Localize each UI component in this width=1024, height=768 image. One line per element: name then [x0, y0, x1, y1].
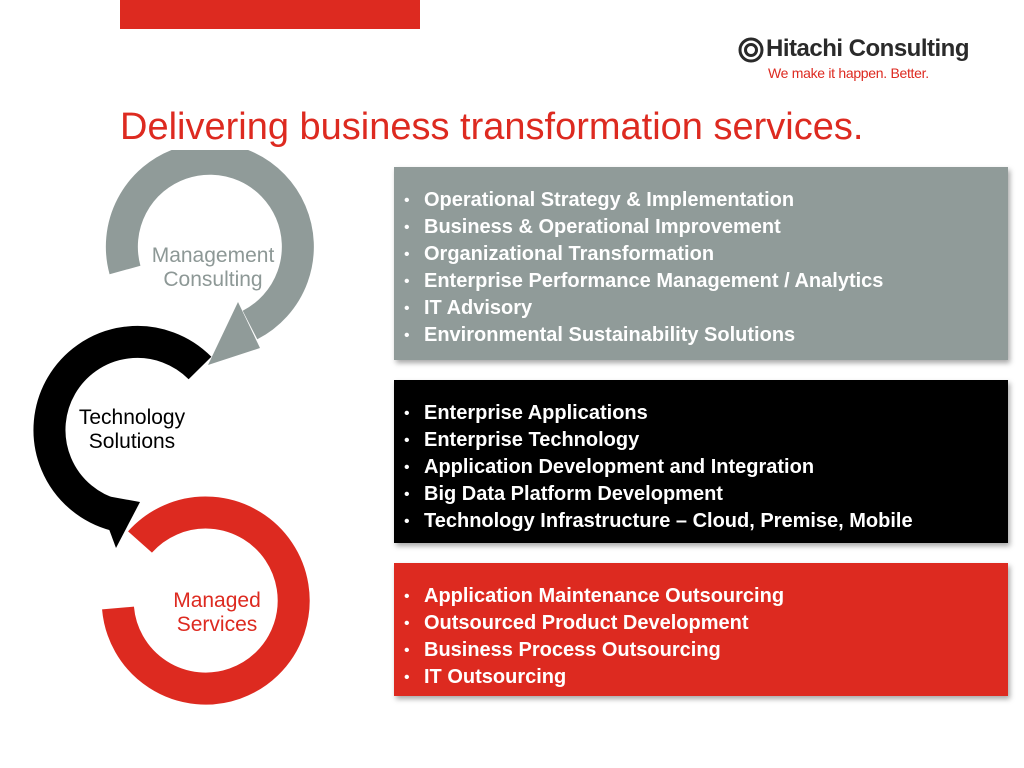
service-label: IT Advisory [424, 297, 533, 319]
list-item: • Business & Operational Improvement [404, 214, 998, 241]
service-cycle-diagram [33, 150, 314, 705]
list-item: • IT Advisory [404, 295, 998, 322]
bullet: • [404, 405, 410, 422]
management-consulting-services-list: • Operational Strategy & Implementation •… [404, 187, 998, 349]
list-item: • Enterprise Technology [404, 427, 998, 454]
management-arrowhead [208, 302, 260, 365]
bullet: • [404, 642, 410, 659]
logo-name: Hitachi Consulting [766, 35, 970, 62]
bullet: • [404, 192, 410, 209]
managed-services-list: • Application Maintenance Outsourcing • Ou… [404, 583, 998, 691]
managed-services-label: Managed Services [173, 589, 261, 636]
list-item: • IT Outsourcing [404, 664, 998, 691]
technology-solutions-label: Technology Solutions [78, 406, 186, 453]
bullet: • [404, 459, 410, 476]
service-label: Big Data Platform Development [424, 483, 723, 505]
technology-ring-arrow [33, 325, 212, 531]
management-consulting-label: Management Consulting [151, 244, 275, 291]
service-label: Organizational Transformation [424, 243, 715, 265]
hitachi-logo-icon [738, 37, 764, 63]
list-item: • Operational Strategy & Implementation [404, 187, 998, 214]
bullet: • [404, 246, 410, 263]
service-label: Business & Operational Improvement [424, 216, 781, 238]
list-item: • Outsourced Product Development [404, 610, 998, 637]
list-item: • Business Process Outsourcing [404, 637, 998, 664]
service-label: Enterprise Technology [424, 429, 640, 451]
service-label: Technology Infrastructure – Cloud, Premi… [424, 510, 913, 532]
top-accent-bar [120, 0, 420, 29]
hitachi-consulting-logo: Hitachi Consulting We make it happen. Be… [738, 33, 988, 85]
bullet: • [404, 588, 410, 605]
list-item: • Application Development and Integration [404, 454, 998, 481]
technology-arrowhead [96, 494, 140, 548]
bullet: • [404, 300, 410, 317]
service-label: Environmental Sustainability Solutions [424, 324, 796, 346]
page-title: Delivering business transformation servi… [120, 106, 864, 148]
bullet: • [404, 432, 410, 449]
list-item: • Enterprise Performance Management / Ana… [404, 268, 998, 295]
bullet: • [404, 513, 410, 530]
bullet: • [404, 327, 410, 344]
managed-ring-arrow [102, 496, 310, 705]
service-label: Operational Strategy & Implementation [424, 189, 795, 211]
service-label: Application Development and Integration [424, 456, 815, 478]
bullet: • [404, 669, 410, 686]
bullet: • [404, 615, 410, 632]
logo-tagline: We make it happen. Better. [768, 65, 929, 81]
list-item: • Big Data Platform Development [404, 481, 998, 508]
service-label: Application Maintenance Outsourcing [424, 585, 785, 607]
service-label: Business Process Outsourcing [424, 639, 721, 661]
technology-solutions-services-box: • Enterprise Applications • Enterprise Tec… [394, 380, 1008, 543]
list-item: • Organizational Transformation [404, 241, 998, 268]
service-label: Enterprise Applications [424, 402, 648, 424]
service-label: IT Outsourcing [424, 666, 567, 688]
service-label: Enterprise Performance Management / Anal… [424, 270, 884, 292]
bullet: • [404, 486, 410, 503]
bullet: • [404, 273, 410, 290]
technology-solutions-services-list: • Enterprise Applications • Enterprise Tec… [404, 400, 998, 535]
bullet: • [404, 219, 410, 236]
managed-services-box: • Application Maintenance Outsourcing • Ou… [394, 563, 1008, 696]
list-item: • Application Maintenance Outsourcing [404, 583, 998, 610]
management-consulting-services-box: • Operational Strategy & Implementation •… [394, 167, 1008, 360]
list-item: • Enterprise Applications [404, 400, 998, 427]
management-ring-arrow [105, 150, 314, 340]
list-item: • Technology Infrastructure – Cloud, Prem… [404, 508, 998, 535]
service-label: Outsourced Product Development [424, 612, 749, 634]
list-item: • Environmental Sustainability Solutions [404, 322, 998, 349]
